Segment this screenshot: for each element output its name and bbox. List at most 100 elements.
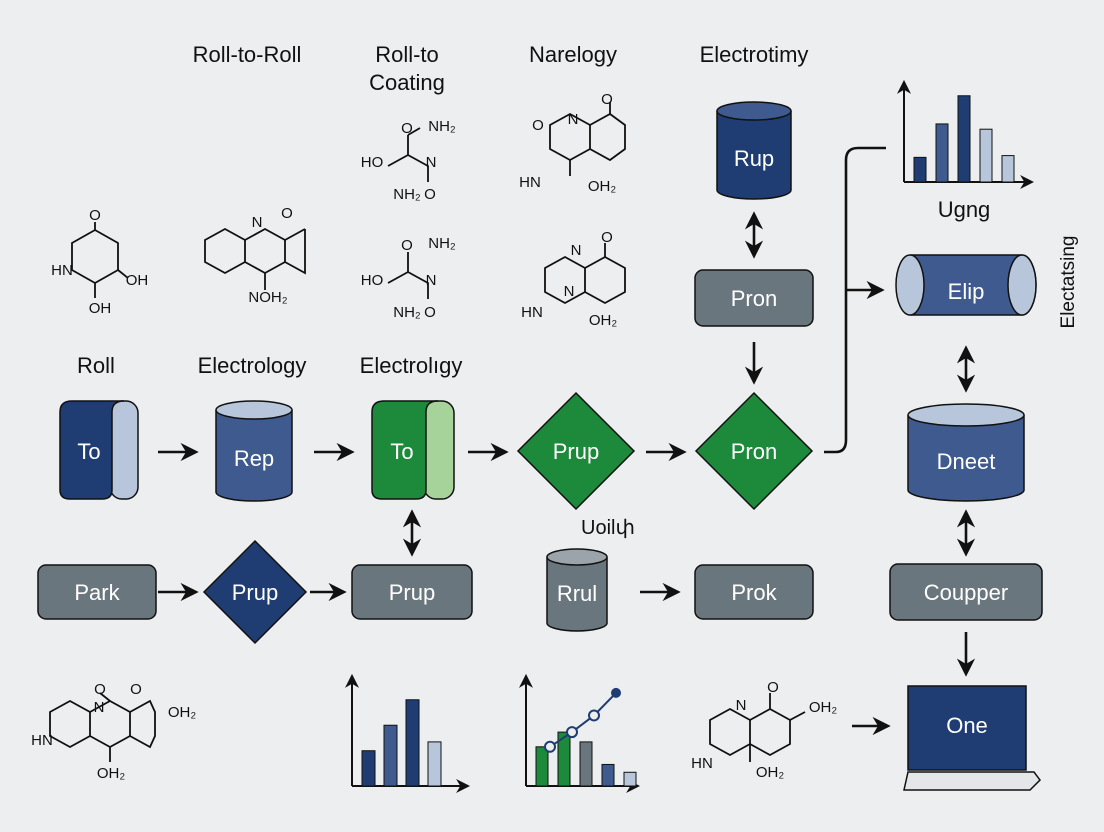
screen-node-one[interactable]: One bbox=[903, 685, 1041, 791]
header-ugng: Ugng bbox=[938, 197, 991, 222]
atom-label: O bbox=[401, 120, 413, 137]
atom-label: HN bbox=[519, 174, 541, 191]
chem-structure-1: O HN OH OH bbox=[51, 207, 148, 317]
node-label: Prup bbox=[389, 580, 435, 605]
bar-line-chart-bottom bbox=[519, 673, 641, 793]
atom-label: O bbox=[424, 186, 436, 203]
diamond-node-prup-green[interactable]: Prup bbox=[516, 391, 636, 511]
atom-label: O bbox=[130, 681, 142, 698]
atom-label: NH₂ bbox=[393, 304, 421, 321]
node-label: Pron bbox=[731, 439, 777, 464]
cylinder-node-elip[interactable]: Elip bbox=[895, 254, 1037, 316]
atom-label: HO bbox=[361, 154, 384, 171]
atom-label: HO bbox=[361, 272, 384, 289]
atom-label: OH bbox=[126, 272, 149, 289]
header-roll: Roll bbox=[77, 353, 115, 378]
header-roll-to-roll: Roll-to-Roll bbox=[193, 42, 302, 67]
cylinder-node-rep[interactable]: Rep bbox=[215, 400, 293, 502]
atom-label: N bbox=[94, 699, 105, 716]
atom-label: HN bbox=[691, 755, 713, 772]
connectors bbox=[158, 146, 976, 736]
header-roll-to: Roll-to bbox=[375, 42, 439, 67]
bar bbox=[405, 699, 420, 787]
box-node-park[interactable]: Park bbox=[37, 564, 157, 620]
header-coating: Coating bbox=[369, 70, 445, 95]
atom-label: O bbox=[89, 207, 101, 224]
chem-structure-6: O N HN N OH₂ bbox=[521, 229, 626, 329]
cylinder-node-rrul[interactable]: Rrul bbox=[546, 548, 608, 632]
atom-label: OH₂ bbox=[588, 178, 617, 195]
scroll-node-to-green[interactable]: To bbox=[371, 400, 455, 500]
atom-label: NH₂ bbox=[428, 235, 456, 252]
bar-chart-bottom-center bbox=[345, 673, 471, 793]
node-label: Rrul bbox=[557, 581, 597, 606]
bar bbox=[383, 724, 398, 787]
node-label: Prok bbox=[731, 580, 777, 605]
bar bbox=[1001, 155, 1015, 183]
atom-label: O bbox=[601, 91, 613, 108]
atom-label: O bbox=[601, 229, 613, 246]
line-point bbox=[566, 726, 578, 739]
atom-label: NH₂ bbox=[393, 186, 421, 203]
bar bbox=[535, 746, 549, 787]
chem-structure-7: O N O OH₂ HN OH₂ bbox=[31, 681, 196, 782]
atom-label: OH bbox=[89, 300, 112, 317]
bar bbox=[957, 95, 971, 183]
bar bbox=[579, 741, 593, 787]
bar bbox=[623, 771, 637, 787]
atom-label: OH₂ bbox=[589, 312, 618, 329]
node-label: Rep bbox=[234, 446, 274, 471]
node-label: Prup bbox=[553, 439, 599, 464]
chem-structure-3: O NH₂ HO N NH₂ O bbox=[361, 118, 456, 203]
line-point bbox=[611, 687, 621, 698]
atom-label: HN bbox=[51, 262, 73, 279]
header-narelogy: Narelogy bbox=[529, 42, 617, 67]
bar bbox=[935, 123, 949, 183]
diamond-node-prup-navy[interactable]: Prup bbox=[202, 539, 308, 645]
node-label: Park bbox=[74, 580, 120, 605]
bar-chart-top-right bbox=[897, 79, 1035, 189]
node-label: Elip bbox=[948, 279, 985, 304]
diamond-node-pron-green[interactable]: Pron bbox=[694, 391, 814, 511]
header-electrotimy: Electrotimy bbox=[700, 42, 809, 67]
box-node-prup[interactable]: Prup bbox=[351, 564, 473, 620]
atom-label: N bbox=[564, 283, 575, 300]
atom-label: NOH₂ bbox=[248, 289, 287, 306]
chem-structure-8: O N OH₂ HN OH₂ bbox=[691, 679, 837, 781]
box-node-pron[interactable]: Pron bbox=[694, 269, 814, 327]
cylinder-node-rup[interactable]: Rup bbox=[716, 101, 792, 200]
header-electrology-2: Electrolıgy bbox=[360, 353, 463, 378]
scroll-node-to-blue[interactable]: To bbox=[59, 400, 139, 500]
header-electrology-1: Electrology bbox=[198, 353, 307, 378]
line-point bbox=[588, 709, 600, 722]
bar bbox=[913, 156, 927, 183]
bar bbox=[601, 763, 615, 787]
node-label: One bbox=[946, 713, 988, 738]
atom-label: O bbox=[94, 681, 106, 698]
atom-label: O bbox=[767, 679, 779, 696]
node-label: Dneet bbox=[937, 449, 996, 474]
bar bbox=[361, 750, 376, 787]
line-point bbox=[544, 740, 556, 753]
atom-label: HN bbox=[521, 304, 543, 321]
box-node-prok[interactable]: Prok bbox=[694, 564, 814, 620]
atom-label: O bbox=[532, 117, 544, 134]
chem-structure-5: O N O HN OH₂ bbox=[519, 91, 626, 195]
atom-label: N bbox=[252, 214, 263, 231]
atom-label: O bbox=[424, 304, 436, 321]
atom-label: OH₂ bbox=[168, 704, 197, 721]
header-electatsing: Electatsing bbox=[1058, 236, 1079, 329]
atom-label: N bbox=[568, 111, 579, 128]
box-node-coupper[interactable]: Coupper bbox=[889, 563, 1043, 621]
node-label: Pron bbox=[731, 286, 777, 311]
atom-label: N bbox=[426, 272, 437, 289]
node-label: Coupper bbox=[924, 580, 1008, 605]
atom-label: N bbox=[736, 697, 747, 714]
bar bbox=[557, 731, 571, 787]
chem-structure-4: O NH₂ HO N NH₂ O bbox=[361, 235, 456, 321]
cylinder-node-dneet[interactable]: Dneet bbox=[907, 403, 1025, 502]
connector-pron-to-right bbox=[824, 146, 886, 454]
bar bbox=[979, 128, 993, 183]
header-uoil: Uoilփ bbox=[581, 517, 635, 539]
atom-label: OH₂ bbox=[97, 765, 126, 782]
